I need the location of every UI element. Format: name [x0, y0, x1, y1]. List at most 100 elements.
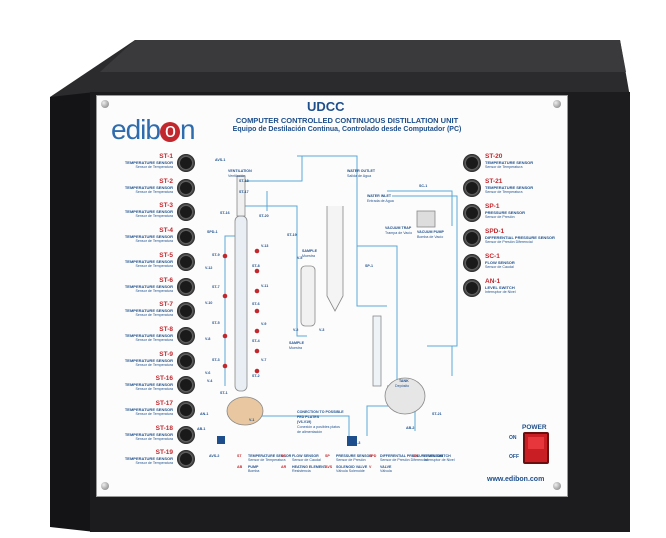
legend-tag: AVS: [325, 465, 333, 469]
tag-spd-1: SPD-1: [207, 230, 218, 234]
sensor-name: FLOW SENSOR: [485, 260, 515, 265]
process-diagram: [217, 155, 458, 446]
sensor-code: SC-1: [485, 253, 500, 260]
sensor-name: TEMPERATURE SENSOR: [124, 160, 173, 165]
legend-tag: AN: [413, 454, 419, 458]
sensor-connector-st-3[interactable]: [177, 203, 195, 222]
sensor-connector-st-21[interactable]: [463, 179, 481, 197]
sensor-connector-st-4[interactable]: [177, 228, 195, 247]
sensor-code: ST-1: [159, 153, 173, 160]
legend-tag: SP: [325, 454, 330, 458]
feed-note-line5: de alimentación: [297, 430, 323, 434]
legend-en: PUMP: [248, 465, 259, 469]
sensor-name-es: Sensor de Temperatura: [135, 436, 174, 441]
tag-avs-2: AVS-2: [209, 454, 220, 458]
tag-avs-1: AVS-1: [215, 158, 226, 162]
legend-en: TEMPERATURE SENSOR: [248, 454, 292, 458]
legend-es: Válvula: [380, 469, 392, 473]
sensor-name-es: Sensor de Caudal: [485, 265, 514, 269]
unit-subtitle: Equipo de Destilación Continua, Controla…: [232, 126, 462, 133]
sensor-code: ST-5: [159, 251, 173, 259]
sensor-code: ST-4: [159, 227, 173, 235]
sensor-connector-st-7[interactable]: [177, 302, 195, 321]
legend-es: Sensor de Presión Diferencial: [380, 458, 428, 462]
sensor-code: ST-7: [159, 301, 173, 309]
sensor-connector-st-17[interactable]: [177, 401, 195, 419]
screw: [101, 100, 109, 108]
sensor-connector-spd-1[interactable]: [463, 229, 481, 247]
sensor-connector-an-1[interactable]: [463, 279, 481, 297]
tag-ab-1: AB-1: [197, 427, 206, 431]
sensor-name: PRESSURE SENSOR: [485, 210, 526, 215]
legend-en: SOLENOID VALVE: [336, 465, 368, 469]
tag-ab-3: AB-3: [352, 441, 361, 445]
tag-sp-1: SP-1: [365, 264, 373, 268]
sensor-name: TEMPERATURE SENSOR: [485, 160, 534, 165]
sensor-connector-st-6[interactable]: [177, 277, 195, 296]
tag-st-1: ST-1: [220, 391, 228, 395]
tag-v-2: V-2: [293, 328, 299, 332]
sensor-name: DIFFERENTIAL PRESSURE SENSOR: [485, 235, 555, 240]
label-sample-bottom: SAMPLE: [289, 341, 304, 345]
legend-es: Bomba: [248, 469, 260, 473]
sensor-connector-st-9[interactable]: [177, 351, 195, 370]
sensor-name-es: Sensor de Temperatura: [485, 190, 523, 194]
sensor-connector-st-16[interactable]: [177, 376, 195, 395]
unit-code: UDCC: [307, 99, 345, 114]
sensor-name: TEMPERATURE SENSOR: [124, 382, 173, 388]
sensor-name: TEMPERATURE SENSOR: [124, 283, 173, 289]
sensor-name: TEMPERATURE SENSOR: [124, 357, 173, 363]
sensor-name: TEMPERATURE SENSOR: [485, 185, 534, 190]
label-ventilation: VENTILATION: [228, 169, 252, 173]
tag-v-7: V-7: [261, 358, 267, 362]
sensor-code: ST-3: [159, 202, 173, 210]
sensor-name: TEMPERATURE SENSOR: [124, 456, 173, 462]
tag-st-6: ST-6: [252, 302, 260, 306]
sensor-connector-sc-1[interactable]: [463, 254, 481, 272]
legend-en: FLOW SENSOR: [292, 454, 319, 458]
power-switch[interactable]: [523, 432, 549, 464]
sensor-connector-st-2[interactable]: [177, 178, 195, 197]
tag-st-4: ST-4: [252, 339, 260, 343]
label-sample-top: SAMPLE: [302, 249, 317, 253]
tag-v-9: V-9: [261, 322, 267, 326]
power-label: POWER: [522, 424, 547, 431]
sensor-name-es: Sensor de Temperatura: [135, 239, 174, 244]
sensor-name: TEMPERATURE SENSOR: [124, 431, 173, 437]
tag-st-2: ST-2: [252, 374, 260, 378]
label-tank-es: Depósito: [395, 384, 410, 388]
sensor-connector-st-20[interactable]: [463, 154, 481, 172]
label-water-inlet: WATER INLET: [367, 194, 392, 198]
sensor-connector-sp-1[interactable]: [463, 204, 481, 222]
sensor-name-es: Sensor de Temperatura: [135, 263, 174, 268]
sensor-code: SPD-1: [485, 228, 505, 235]
sensor-code: ST-17: [155, 400, 173, 407]
sensor-connector-st-18[interactable]: [177, 425, 195, 444]
tag-an-1: AN-1: [200, 412, 209, 416]
tag-st-5: ST-5: [212, 321, 220, 325]
feed-note-line3: (V6-V19): [297, 420, 312, 424]
sensor-connector-st-5[interactable]: [177, 252, 195, 271]
sensor-connector-st-19[interactable]: [177, 450, 195, 469]
legend-en: PRESSURE SENSOR: [336, 454, 372, 458]
tag-st-3: ST-3: [212, 358, 220, 362]
legend-es: Interruptor de Nivel: [424, 458, 455, 462]
sensor-name-es: Sensor de Temperatura: [135, 412, 174, 416]
power-switch-rocker[interactable]: [528, 437, 544, 449]
tag-st-8: ST-8: [252, 264, 260, 268]
label-vacuum-trap-es: Trampa de Vacío: [385, 231, 413, 235]
sensor-connector-st-1[interactable]: [177, 154, 195, 172]
tag-v-3: V-3: [319, 328, 325, 332]
sensor-connector-st-8[interactable]: [177, 326, 195, 345]
